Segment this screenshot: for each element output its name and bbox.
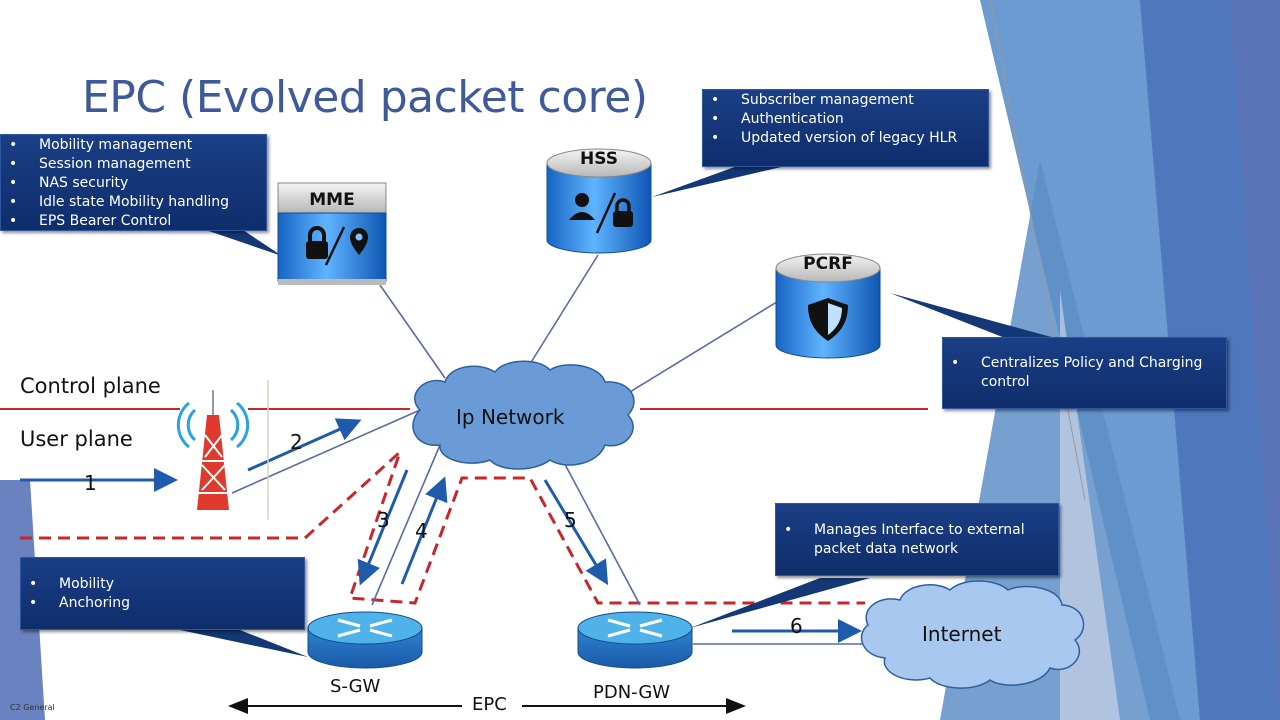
pdngw-router[interactable] [577,611,693,669]
classification-footer: C2 General [10,703,55,712]
hss-label: HSS [580,149,618,169]
sgw-callout-item: Anchoring [21,594,304,613]
mme-callout-item: Mobility management [1,136,266,155]
flow-arrow-3 [357,469,409,586]
flow-arrow-4 [400,476,448,585]
flow-arrow-5 [543,479,609,586]
control-plane-label: Control plane [20,374,161,398]
mme-callout-item: NAS security [1,174,266,193]
mme-callout: Mobility management Session management N… [0,134,267,231]
epc-span-label: EPC [472,694,507,715]
pdngw-callout: Manages Interface to external packet dat… [775,503,1059,576]
lock-icon [613,198,633,227]
flow-arrows [20,418,862,643]
flow-step-6: 6 [790,614,803,638]
flow-step-3: 3 [377,508,390,532]
sgw-label: S-GW [330,676,381,697]
callout-pointers [180,165,1055,657]
mme-callout-item: EPS Bearer Control [1,212,266,231]
hss-callout-item: Subscriber management [703,91,988,110]
pcrf-callout: Centralizes Policy and Charging control [942,337,1227,409]
mme-callout-item: Idle state Mobility handling [1,193,266,212]
flow-step-4: 4 [415,519,428,543]
pdngw-callout-item: Manages Interface to external packet dat… [776,521,1058,559]
flow-arrow-2 [247,418,362,472]
pdngw-label: PDN-GW [593,682,671,703]
pcrf-device[interactable] [775,253,881,359]
mme-label: MME [309,190,355,210]
flow-step-1: 1 [84,471,97,495]
lock-icon [306,226,328,259]
network-links [231,254,880,645]
router-arrows-icon [607,618,663,638]
cell-tower-icon [176,390,250,510]
flow-step-5: 5 [564,508,577,532]
shield-icon [808,298,848,341]
location-pin-icon [350,228,368,255]
hss-callout-item: Authentication [703,110,988,129]
hss-callout-item: Updated version of legacy HLR [703,129,988,148]
mme-callout-item: Session management [1,155,266,174]
hss-callout: Subscriber management Authentication Upd… [702,89,989,167]
hss-device[interactable] [546,148,652,254]
slide-title: EPC (Evolved packet core) [82,72,648,123]
sgw-router[interactable] [307,611,423,669]
pcrf-callout-item: Centralizes Policy and Charging control [943,354,1226,392]
sgw-callout: Mobility Anchoring [20,557,305,630]
flow-step-2: 2 [290,430,303,454]
user-plane-label: User plane [20,427,133,451]
ip-network-cloud[interactable] [412,360,635,470]
internet-cloud[interactable] [860,580,1085,689]
ip-network-label: Ip Network [456,405,565,429]
person-icon [569,193,595,220]
internet-label: Internet [922,622,1002,646]
mme-device[interactable] [277,182,387,285]
pcrf-label: PCRF [803,254,853,274]
router-arrows-icon [337,618,393,638]
sgw-callout-item: Mobility [21,575,304,594]
user-plane-dashed-path [20,450,865,605]
